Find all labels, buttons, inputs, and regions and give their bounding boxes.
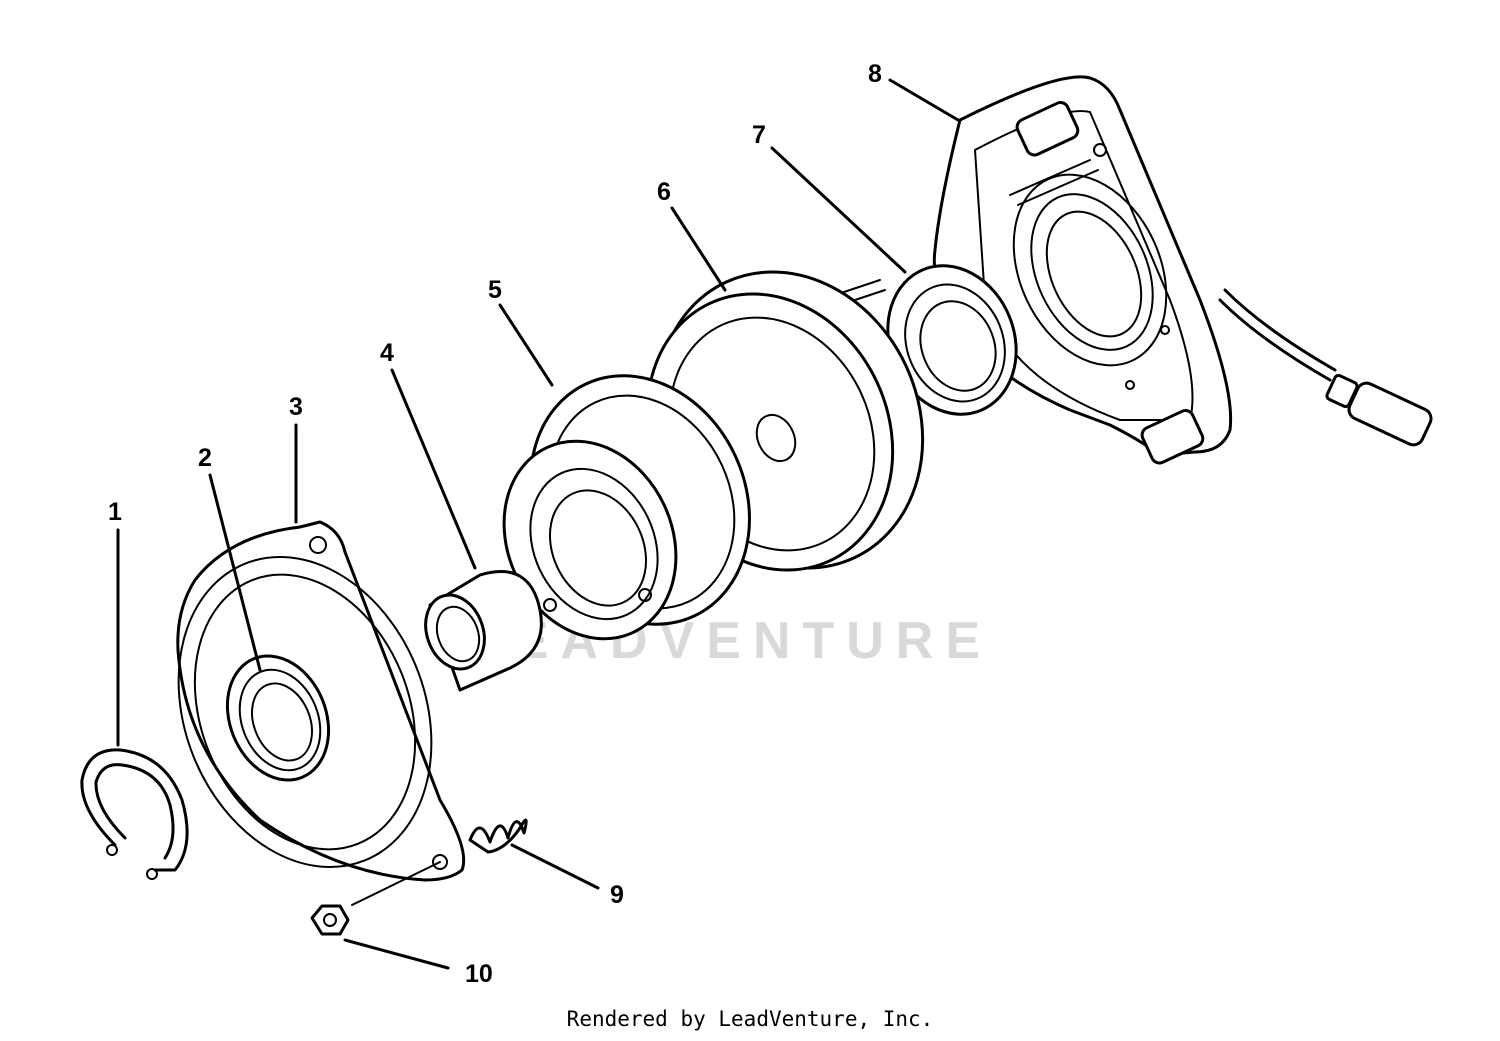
leader-lines xyxy=(116,78,960,970)
callout-9: 9 xyxy=(610,881,624,909)
part-9-spring xyxy=(468,818,528,854)
callouts: 1 2 3 4 5 6 7 8 9 10 xyxy=(108,60,882,988)
watermark: LEADVENTURE xyxy=(470,612,992,670)
part-4-hub xyxy=(424,570,543,692)
part-1-retaining-ring xyxy=(80,748,189,880)
part-5-armature xyxy=(502,374,751,641)
part-7-bearing xyxy=(886,264,1018,416)
part-2-bearing xyxy=(225,654,331,782)
part-8-bracket xyxy=(932,75,1433,465)
callout-7: 7 xyxy=(752,121,766,149)
callout-10: 10 xyxy=(465,960,493,988)
render-credit: Rendered by LeadVenture, Inc. xyxy=(566,1007,934,1031)
callout-3: 3 xyxy=(289,393,303,421)
callout-2: 2 xyxy=(198,444,212,472)
callout-4: 4 xyxy=(380,339,394,367)
part-10-nut xyxy=(310,861,441,936)
callout-1: 1 xyxy=(108,498,122,526)
callout-6: 6 xyxy=(657,178,671,206)
callout-8: 8 xyxy=(868,60,882,88)
callout-5: 5 xyxy=(488,276,502,304)
